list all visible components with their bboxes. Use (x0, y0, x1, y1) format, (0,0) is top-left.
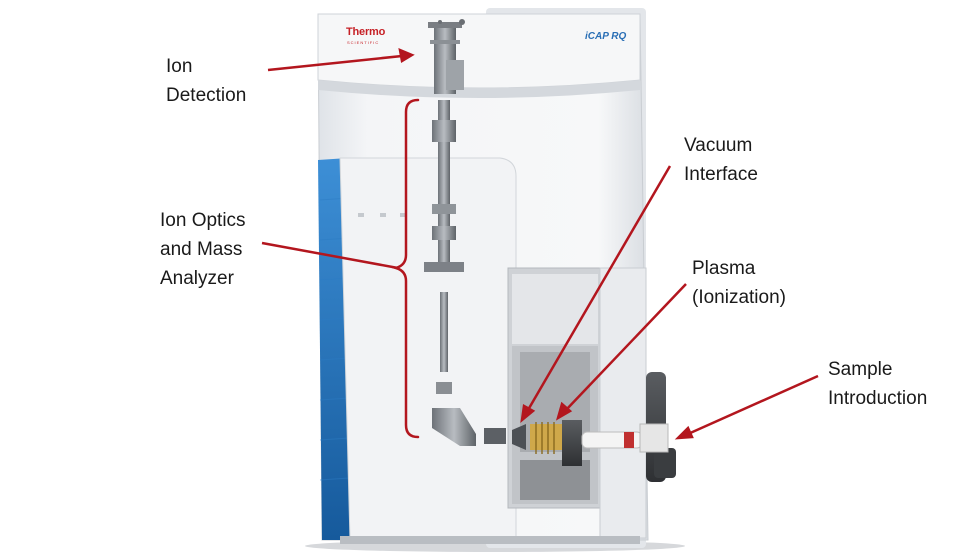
front-panel (339, 157, 517, 541)
arrow-sample-introduction (687, 374, 819, 436)
brand-sub-logo: SCIENTIFIC (347, 40, 380, 45)
detector-assembly (428, 19, 465, 94)
base-trim (340, 536, 640, 544)
label-plasma: Plasma(Ionization) (692, 258, 786, 308)
ion-optics-column (424, 100, 526, 450)
hood-edge (318, 80, 640, 98)
arrow-plasma (565, 283, 687, 411)
callout-arrows (261, 47, 819, 440)
model-logo: iCAP RQ (585, 31, 627, 42)
arrow-ion-detection (267, 54, 403, 72)
brand-logo: Thermo (346, 26, 386, 38)
interface-and-torch (530, 420, 669, 466)
arrow-ion-optics (261, 241, 399, 270)
arrow-vacuum-interface (526, 165, 672, 411)
side-door (599, 267, 647, 539)
hood (317, 13, 641, 89)
